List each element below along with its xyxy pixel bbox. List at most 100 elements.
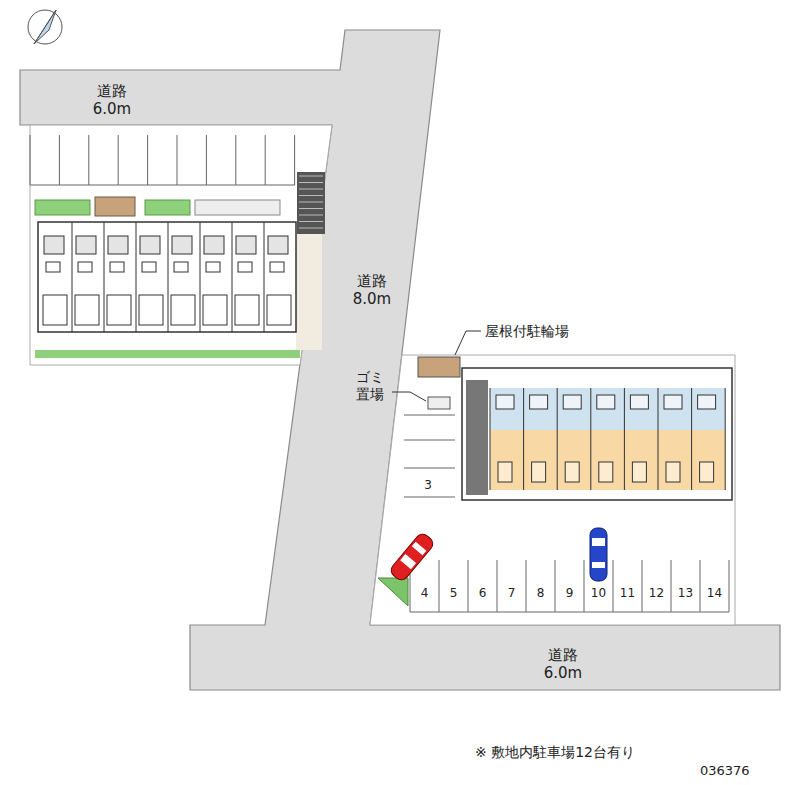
car [388,531,435,582]
parking-stall [235,135,236,185]
apartment-unit [666,462,680,482]
apartment-unit [267,295,291,325]
right-site [490,430,725,490]
apartment-unit [43,295,67,325]
apartment-unit [597,395,615,409]
apartment-unit [46,262,60,272]
car [388,531,435,582]
apartment-unit [664,395,682,409]
right-site [462,368,732,500]
stall-number: 10 [591,586,606,600]
right-site [466,380,488,495]
stairs [299,176,323,177]
apartment-unit [268,236,288,254]
stall-number: 12 [649,586,664,600]
right-site [370,355,735,625]
road [20,30,780,690]
right-site [378,578,408,606]
apartment-unit [104,222,105,332]
stairs [299,228,323,229]
parking-stall [584,560,585,612]
compass [28,10,62,44]
apartment-unit [238,262,252,272]
parking-stall [410,612,729,613]
leader-line [392,331,481,401]
road-label: 道路 6.0m [93,82,131,118]
right-site [418,357,460,377]
apartment-unit [44,236,64,254]
parking-stall [59,135,60,185]
compass [28,10,62,44]
apartment-unit [136,222,137,332]
stall-number: 11 [620,586,635,600]
stairs [299,176,323,228]
reference-number: 036376 [700,763,750,779]
road-label: 道路 6.0m [544,646,582,682]
note: ※ 敷地内駐車場12台有り [475,744,635,761]
leader-line [392,392,426,401]
parking-stall [294,135,295,185]
apartment-unit [725,388,726,490]
parking-stall [642,560,643,612]
apartment-unit [632,462,646,482]
parking-stall [729,560,730,612]
apartment-unit [206,262,220,272]
parking-stall [404,497,455,498]
apartment-unit [599,462,613,482]
car [590,528,607,581]
apartment-unit [270,262,284,272]
apartment-unit [490,388,725,490]
apartment-unit [110,262,124,272]
apartment-unit [490,388,491,490]
parking-stall [206,135,207,185]
parking-stall [147,135,148,185]
stairs [299,208,323,209]
apartment-unit [200,222,201,332]
left-site [296,225,322,350]
apartment-unit [523,388,524,490]
apartment-unit [691,388,692,490]
apartment-unit [235,295,259,325]
left-site [145,200,190,215]
left-site [95,197,135,216]
stairs [299,221,323,222]
stall-number: 14 [707,586,722,600]
apartment-unit [204,236,224,254]
apartment-unit [76,236,96,254]
facility-label: ゴミ 置場 [356,369,384,403]
apartment-unit [630,395,648,409]
right-site [490,388,725,430]
car [400,554,416,569]
parking-stall [177,135,178,185]
apartment-unit [172,236,192,254]
facility-label: 屋根付駐輪場 [485,323,569,340]
apartment-unit [108,236,128,254]
left-site [35,350,300,358]
apartment-unit [496,395,514,409]
apartment-unit [78,262,92,272]
stairs [299,189,323,190]
stall-number: 3 [424,478,432,492]
leader-line [455,331,481,355]
car [592,538,605,546]
apartment-unit [174,262,188,272]
parking-stall [439,560,440,612]
apartment-unit [698,395,716,409]
apartment-unit [203,295,227,325]
parking-stall [404,415,729,612]
apartment-unit [658,388,659,490]
apartment-unit [532,462,546,482]
stall-number: 13 [678,586,693,600]
apartment-unit [43,222,291,332]
parking-stall [700,560,701,612]
apartment-unit [171,295,195,325]
apartment-unit [264,222,265,332]
stall-number: 8 [537,586,545,600]
apartment-unit [557,388,558,490]
apartment-unit [590,388,591,490]
parking-stall [30,185,295,186]
compass [34,10,56,44]
apartment-unit [75,295,99,325]
apartment-unit [139,295,163,325]
apartment-unit [565,462,579,482]
